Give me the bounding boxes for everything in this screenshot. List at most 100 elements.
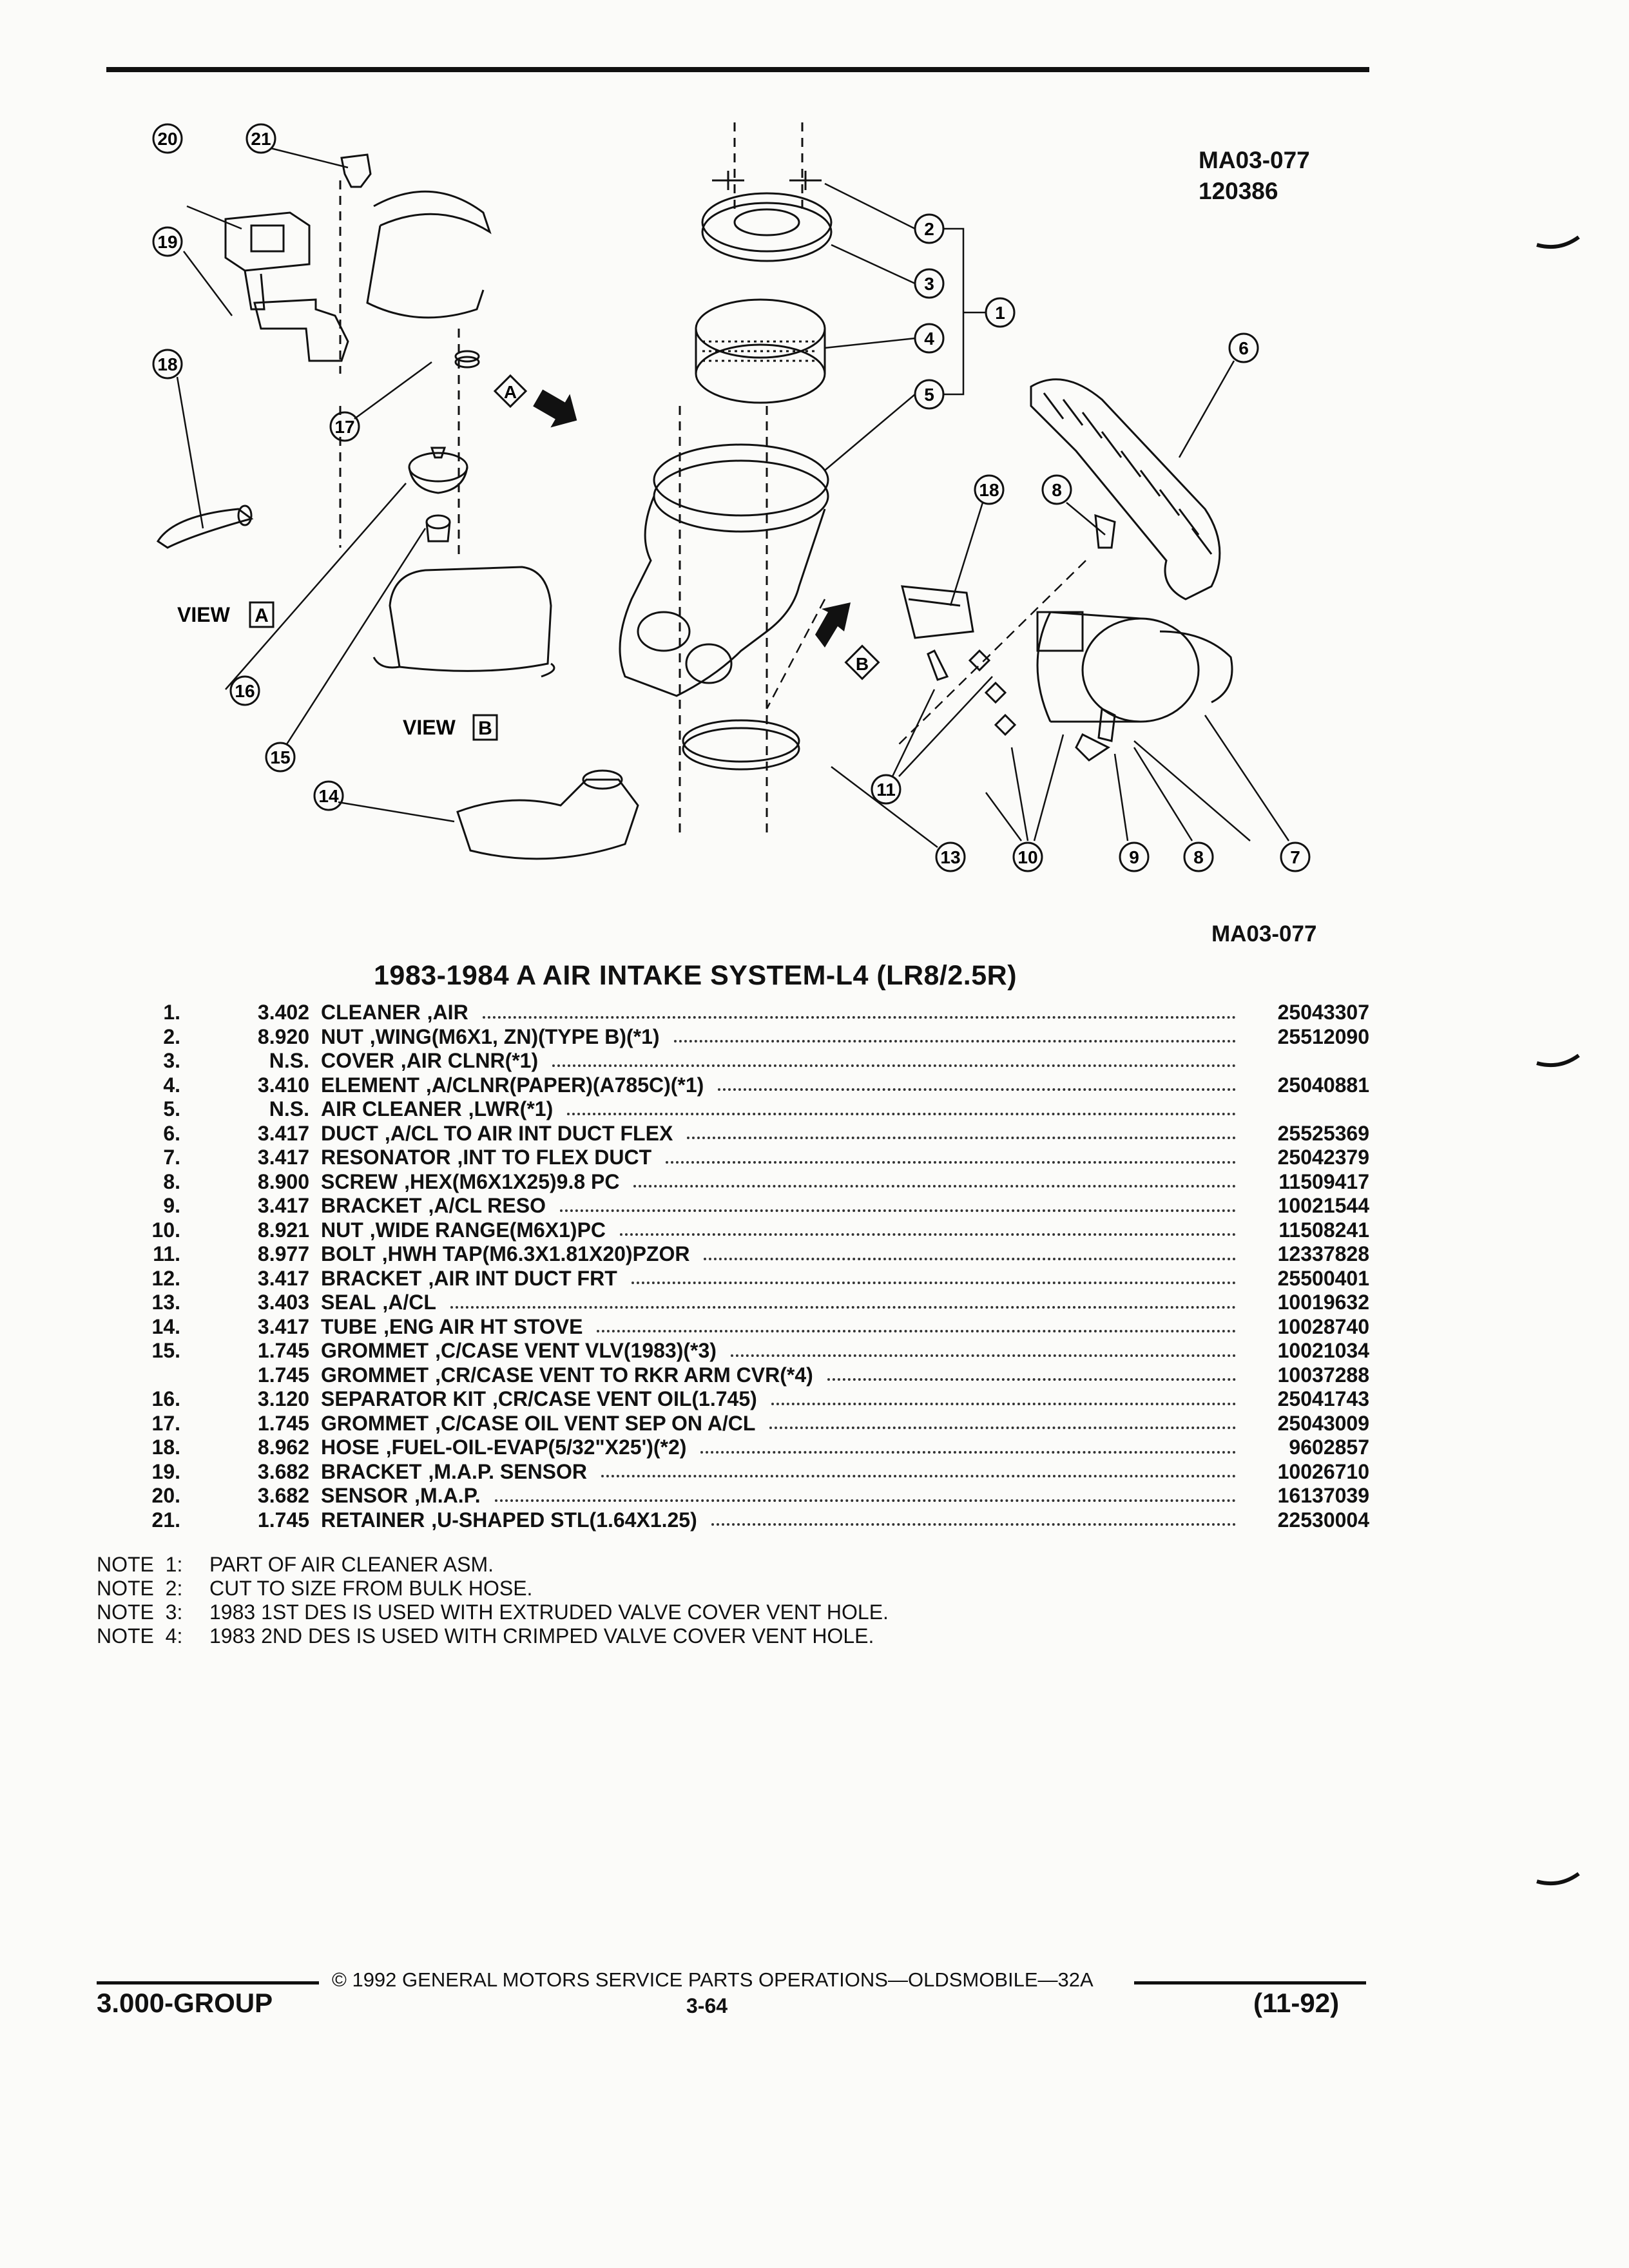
part-spec: ,CR/CASE VENT TO RKR ARM CVR(*4) xyxy=(435,1363,813,1387)
part-index: 8. xyxy=(163,1169,180,1193)
svg-text:4: 4 xyxy=(924,329,934,349)
group-number: 1.745 xyxy=(257,1508,309,1532)
callout-21: 21 xyxy=(246,123,276,154)
group-number: 8.977 xyxy=(257,1242,309,1266)
leader-dots xyxy=(718,1088,1236,1091)
group-number: 3.417 xyxy=(257,1314,309,1338)
group-number: N.S. xyxy=(269,1097,309,1121)
grommet-17-drawing xyxy=(454,350,480,369)
view-a-label: VIEW A xyxy=(177,601,275,628)
figure-code-bottom: MA03-077 xyxy=(1211,921,1317,947)
svg-text:B: B xyxy=(478,718,492,739)
svg-text:VIEW: VIEW xyxy=(177,603,231,626)
leader-dots xyxy=(711,1523,1236,1526)
part-index: 13. xyxy=(151,1291,180,1314)
part-spec: ,LWR(*1) xyxy=(468,1097,554,1121)
part-index: 21. xyxy=(151,1508,180,1532)
part-number: 11509417 xyxy=(1278,1169,1369,1193)
part-description: GROMMET,C/CASE VENT VLV(1983)(*3) xyxy=(321,1339,1250,1363)
callout-13: 13 xyxy=(935,841,966,872)
part-number: 10037288 xyxy=(1277,1363,1369,1387)
part-number: 22530004 xyxy=(1277,1508,1369,1532)
flex-duct-drawing xyxy=(1030,378,1221,601)
svg-text:A: A xyxy=(255,605,269,626)
svg-text:15: 15 xyxy=(270,747,290,767)
part-index: 18. xyxy=(151,1436,180,1459)
part-index: 5. xyxy=(163,1097,180,1121)
map-sensor-drawing xyxy=(224,211,311,311)
svg-text:20: 20 xyxy=(157,129,177,149)
part-number: 25042379 xyxy=(1277,1146,1369,1169)
leader-dots xyxy=(700,1450,1236,1454)
svg-text:VIEW: VIEW xyxy=(403,716,456,739)
view-b-arrow: B xyxy=(815,602,880,680)
svg-text:3: 3 xyxy=(924,274,934,294)
callout-12: 18 xyxy=(974,474,1005,505)
leader-dots xyxy=(771,1402,1236,1405)
part-index: 10. xyxy=(151,1218,180,1242)
part-name: HOSE xyxy=(321,1436,380,1459)
note-label: NOTE 2: xyxy=(97,1577,183,1600)
group-number: 3.682 xyxy=(257,1484,309,1508)
group-number: 8.900 xyxy=(257,1169,309,1193)
group-number: 3.403 xyxy=(257,1291,309,1314)
part-number: 25043307 xyxy=(1277,1001,1369,1024)
part-name: RETAINER xyxy=(321,1508,425,1532)
part-index: 15. xyxy=(151,1339,180,1363)
part-spec: ,AIR xyxy=(427,1001,468,1024)
filter-element-drawing xyxy=(695,298,826,404)
part-description: DUCT,A/CL TO AIR INT DUCT FLEX xyxy=(321,1122,1250,1146)
group-number: 3.402 xyxy=(257,1001,309,1024)
callout-17: 17 xyxy=(329,411,360,442)
part-description: GROMMET,C/CASE OIL VENT SEP ON A/CL xyxy=(321,1412,1250,1436)
note-text: 1983 1ST DES IS USED WITH EXTRUDED VALVE… xyxy=(209,1600,889,1624)
part-description: SENSOR,M.A.P. xyxy=(321,1484,1250,1508)
wing-nut-drawing xyxy=(712,171,822,190)
part-name: BRACKET xyxy=(321,1194,422,1218)
part-index: 16. xyxy=(151,1387,180,1411)
note-text: 1983 2ND DES IS USED WITH CRIMPED VALVE … xyxy=(209,1624,874,1648)
part-number: 10021034 xyxy=(1277,1339,1369,1363)
bracket-12-drawing xyxy=(901,585,974,639)
part-spec: ,A/CL RESO xyxy=(428,1194,546,1218)
svg-text:21: 21 xyxy=(251,129,271,149)
group-number: 3.417 xyxy=(257,1266,309,1290)
part-name: TUBE xyxy=(321,1314,378,1338)
callout-4: 4 xyxy=(914,323,945,354)
part-index: 6. xyxy=(163,1121,180,1145)
map-bracket-drawing xyxy=(253,298,349,362)
exploded-parts-diagram: A B VIEW A VIEW B xyxy=(152,122,1311,872)
footer-rule-right xyxy=(1134,1981,1366,1984)
notes-list: NOTE 1:PART OF AIR CLEANER ASM.NOTE 2:CU… xyxy=(97,1553,889,1648)
part-number: 25512090 xyxy=(1277,1024,1369,1048)
part-spec: ,M.A.P. SENSOR xyxy=(428,1459,588,1483)
svg-text:8: 8 xyxy=(1052,480,1062,500)
group-number: 3.120 xyxy=(257,1387,309,1411)
part-number: 10019632 xyxy=(1277,1291,1369,1314)
group-number: 1.745 xyxy=(257,1411,309,1435)
part-name: NUT xyxy=(321,1024,363,1048)
callout-16: 16 xyxy=(229,675,260,706)
svg-text:7: 7 xyxy=(1290,847,1300,867)
leader-dots xyxy=(730,1354,1236,1357)
part-spec: ,WIDE RANGE(M6X1)PC xyxy=(369,1218,606,1242)
svg-text:16: 16 xyxy=(235,681,255,701)
note-item: NOTE 1:PART OF AIR CLEANER ASM. xyxy=(97,1553,889,1577)
part-row: 5.N.S.AIR CLEANER,LWR(*1) xyxy=(97,1097,1369,1122)
leader-dots xyxy=(687,1137,1236,1140)
part-index: 4. xyxy=(163,1073,180,1097)
svg-text:9: 9 xyxy=(1129,847,1139,867)
group-number: N.S. xyxy=(269,1049,309,1073)
part-description: BRACKET,M.A.P. SENSOR xyxy=(321,1460,1250,1484)
part-description: RETAINER,U-SHAPED STL(1.64X1.25) xyxy=(321,1508,1250,1532)
note-label: NOTE 1: xyxy=(97,1553,183,1576)
note-item: NOTE 2:CUT TO SIZE FROM BULK HOSE. xyxy=(97,1577,889,1600)
revision-date: (11-92) xyxy=(1253,1988,1340,2018)
svg-text:13: 13 xyxy=(940,847,960,867)
